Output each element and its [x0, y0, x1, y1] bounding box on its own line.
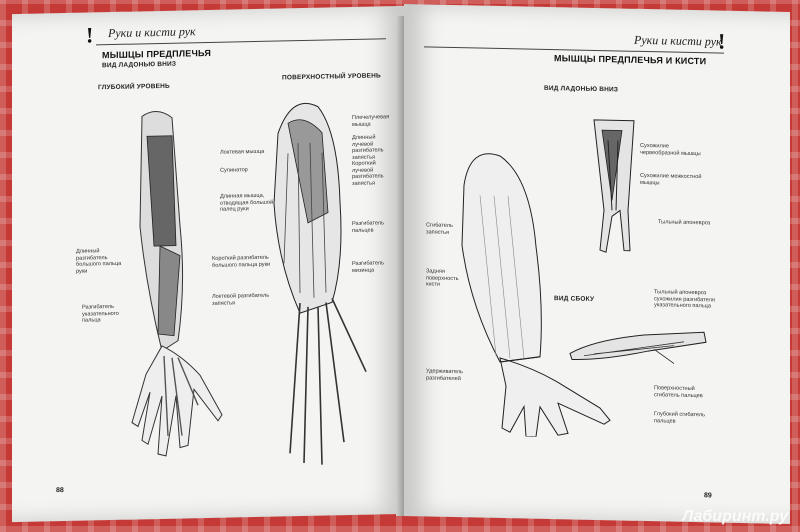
superficial-forearm-illustration	[273, 102, 367, 465]
label-dorsal: Тыльный апоневроз	[658, 219, 711, 227]
label-supinator: Супинатор	[220, 167, 248, 174]
label-r3: Короткий лучевой разгибатель запястья	[352, 160, 384, 187]
left-page: ! Руки и кисти рук МЫШЦЫ ПРЕДПЛЕЧЬЯ ВИД …	[12, 5, 404, 523]
left-header-title: Руки и кисти рук	[108, 24, 196, 41]
label-dorsal-tendon: Тыльный апоневроз сухожилия разгибателя …	[654, 289, 715, 310]
open-book: ! Руки и кисти рук МЫШЦЫ ПРЕДПЛЕЧЬЯ ВИД …	[12, 3, 790, 525]
label-deep-flexor: Глубокий сгибатель пальцев	[654, 411, 706, 425]
palm-down-title: ВИД ЛАДОНЬЮ ВНИЗ	[544, 84, 619, 94]
exclamation-icon: !	[718, 28, 726, 54]
label-ext-ulnar: Локтевой разгибатель запястья	[212, 292, 270, 307]
label-abductor: Длинная мышца, отводящая большой палец р…	[220, 192, 274, 213]
label-ext-index: Разгибатель указательного пальца	[82, 303, 119, 324]
label-ext-short: Короткий разгибатель большого пальца рук…	[212, 254, 271, 269]
label-r2: Длинный лучевой разгибатель запястья	[352, 134, 384, 161]
label-ext-long: Длинный разгибатель большого пальца руки	[76, 248, 122, 275]
label-r1: Плечелучевая мышца	[352, 114, 390, 128]
deep-forearm-illustration	[131, 111, 223, 457]
palm-down-illustration	[593, 119, 635, 253]
right-page-number: 89	[704, 492, 712, 500]
left-section-title: МЫШЦЫ ПРЕДПЛЕЧЬЯ	[102, 47, 212, 61]
label-r5: Разгибатель мизинца	[352, 260, 384, 274]
side-view-illustration	[569, 331, 707, 364]
right-page: Руки и кисти рук ! МЫШЦЫ ПРЕДПЛЕЧЬЯ И КИ…	[404, 3, 790, 525]
left-section-subtitle: ВИД ЛАДОНЬЮ ВНИЗ	[102, 60, 177, 70]
exclamation-icon: !	[86, 22, 94, 48]
label-palm-surface: Задняя поверхность кисти	[426, 268, 459, 288]
arm-hand-illustration	[461, 153, 611, 438]
label-ext-carpi: Сгибатель запястья	[426, 222, 453, 236]
side-view-title: ВИД СБОКУ	[554, 295, 595, 303]
right-section-title: МЫШЦЫ ПРЕДПЛЕЧЬЯ И КИСТИ	[554, 53, 707, 67]
deep-level-title: ГЛУБОКИЙ УРОВЕНЬ	[98, 82, 170, 92]
label-retinaculum: Удерживатель разгибателей	[426, 368, 463, 382]
label-sup-flexor: Поверхностный сгибатель пальцев	[654, 385, 703, 399]
label-anconeus: Локтевая мышца	[220, 148, 265, 156]
superficial-level-title: ПОВЕРХНОСТНЫЙ УРОВЕНЬ	[282, 72, 381, 82]
label-interosseous: Сухожилие межкостной мышцы	[640, 172, 702, 186]
left-page-number: 88	[56, 487, 64, 495]
right-header-title: Руки и кисти рук	[634, 32, 722, 49]
label-lumbrical: Сухожилие червеобразной мышцы	[640, 142, 701, 157]
watermark: Лабиринт.ру	[682, 508, 788, 525]
label-r4: Разгибатель пальцев	[352, 220, 384, 234]
